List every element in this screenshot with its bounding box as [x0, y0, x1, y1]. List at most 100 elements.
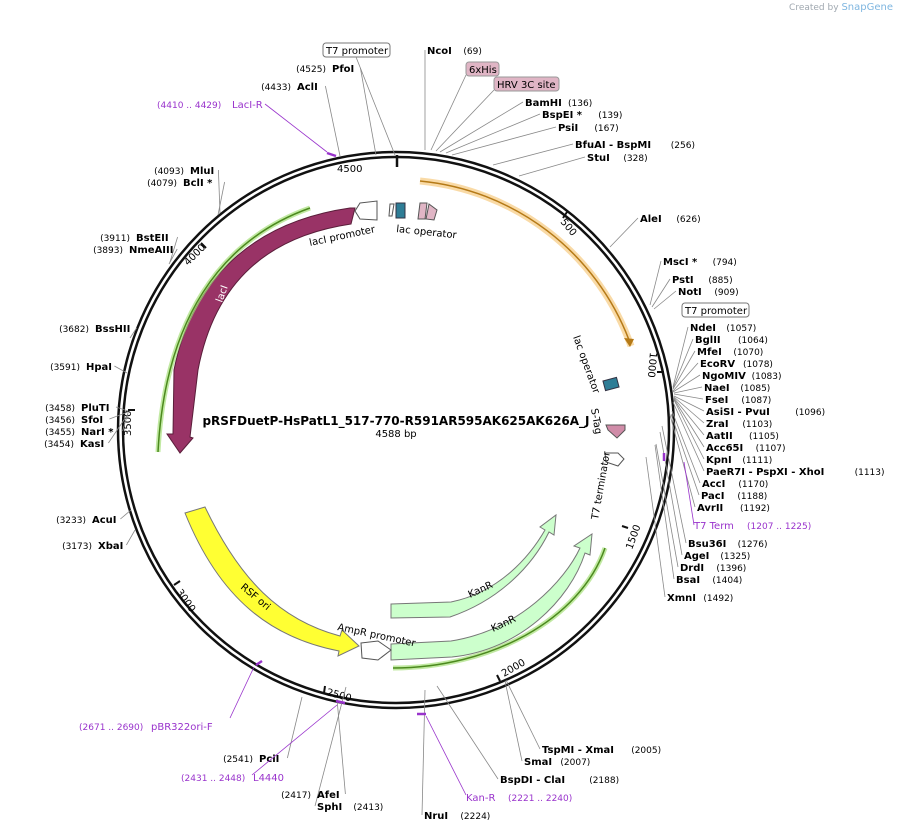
enzyme-site[interactable]: StuI(328)	[518, 153, 648, 177]
site-pos: (1404)	[712, 576, 742, 586]
enzyme-site[interactable]: PluTI(3458)	[45, 403, 129, 414]
enzyme-site[interactable]: XbaI(3173)	[62, 529, 136, 552]
primer-name: T7 Term	[693, 521, 734, 532]
enzyme-site[interactable]: SfoI(3456)	[45, 411, 129, 426]
site-pos: (1078)	[743, 360, 773, 370]
site-name: EcoRV	[700, 359, 735, 370]
boxed-labels: T7 promoter 6xHis HRV 3C site T7 promote…	[322, 42, 750, 318]
primer-site[interactable]: (4410 .. 4429)LacI-R	[157, 100, 337, 158]
enzyme-site[interactable]: NmeAIII(3893)	[93, 245, 178, 265]
enzyme-site[interactable]: AsiSI - PvuI(1096)	[673, 395, 825, 418]
site-leader	[672, 362, 699, 392]
site-pos: (3458)	[45, 404, 75, 414]
site-leader	[360, 67, 377, 156]
primer-site[interactable]: (2431 .. 2448)L4440	[181, 699, 346, 784]
enzyme-site[interactable]: PaeR7I - PspXI - XhoI(1113)	[672, 401, 885, 478]
enzyme-site[interactable]: AleI(626)	[609, 214, 701, 248]
enzyme-site[interactable]: PciI(2541)	[223, 696, 303, 765]
enzyme-site[interactable]: MfeI(1070)	[672, 347, 763, 390]
enzyme-site[interactable]: PstI(885)	[651, 275, 733, 308]
enzyme-site[interactable]: BfuAI - BspMI(256)	[492, 140, 695, 166]
site-name: AsiSI - PvuI	[706, 407, 770, 418]
enzyme-site[interactable]: TspMI - XmaI(2005)	[505, 679, 661, 756]
enzyme-site[interactable]: KasI(3454)	[44, 413, 129, 450]
enzyme-site[interactable]: AclI(4433)	[261, 82, 341, 157]
feature-hrv-3c-site	[425, 203, 438, 221]
enzyme-site[interactable]: NaeI (1085)	[673, 383, 770, 394]
site-leader	[492, 143, 574, 166]
enzyme-site[interactable]: PacI(1188)	[670, 413, 767, 502]
site-leader	[672, 350, 696, 390]
primer-leader	[683, 461, 695, 526]
enzyme-site[interactable]: AvrII(1192)	[669, 414, 770, 514]
site-leader	[108, 413, 129, 444]
enzyme-site[interactable]: ZraI(1103)	[673, 396, 772, 430]
site-leader	[115, 406, 129, 412]
enzyme-site[interactable]: HpaI(3591)	[50, 362, 128, 374]
site-name: NruI	[424, 811, 448, 822]
site-pos: (3455)	[45, 428, 75, 438]
site-name: KpnI	[706, 455, 732, 466]
leader	[355, 56, 396, 156]
site-name: BspEI *	[542, 110, 583, 121]
enzyme-site[interactable]: XmnI(1492)	[645, 456, 733, 604]
site-leader	[436, 685, 499, 780]
enzyme-site[interactable]: BsaI(1404)	[654, 444, 742, 586]
enzyme-site[interactable]: EcoRV (1078)	[672, 359, 773, 392]
site-leader	[661, 425, 687, 544]
enzyme-site[interactable]: BssHII(3682)	[59, 324, 137, 339]
enzyme-site[interactable]: AatII(1105)	[673, 397, 779, 442]
enzyme-site[interactable]: Acc65I(1107)	[673, 398, 786, 454]
primer-site[interactable]: Kan-R(2221 .. 2240)	[417, 712, 572, 804]
enzyme-site[interactable]: NdeI(1057)	[672, 323, 756, 388]
enzyme-site[interactable]: NotI(909)	[653, 287, 739, 310]
site-name: PsiI	[558, 123, 578, 134]
enzyme-site[interactable]: DrdI(1396)	[655, 443, 746, 574]
primer-site[interactable]: T7 Term(1207 .. 1225)	[662, 453, 811, 532]
site-pos: (2007)	[560, 758, 590, 768]
site-pos: (1087)	[741, 396, 771, 406]
enzyme-site[interactable]: BstEII(3911)	[100, 233, 178, 263]
site-leader	[609, 217, 639, 248]
site-pos: (1085)	[740, 384, 770, 394]
enzyme-site[interactable]: MscI *(794)	[649, 257, 737, 306]
site-pos: (1083)	[752, 372, 782, 382]
enzyme-site[interactable]: BspDI - ClaI(2188)	[436, 685, 619, 786]
enzyme-site[interactable]: NcoI(69)	[424, 46, 482, 150]
enzyme-site[interactable]: Bsu36I(1276)	[661, 425, 768, 550]
enzyme-site[interactable]: MluI(4093)	[154, 166, 221, 214]
site-pos: (1325)	[720, 552, 750, 562]
enzyme-site[interactable]: AgeI(1325)	[659, 431, 750, 562]
site-pos: (1396)	[716, 564, 746, 574]
site-name: NaeI	[704, 383, 730, 394]
enzyme-site[interactable]: KpnI(1111)	[673, 399, 772, 466]
site-leader	[217, 181, 225, 216]
enzyme-site[interactable]: AccI(1170)	[671, 410, 768, 490]
enzyme-site[interactable]: BclI *(4079)	[147, 178, 225, 216]
site-name: SfoI	[81, 415, 103, 426]
site-leader	[168, 248, 178, 265]
site-name: ZraI	[706, 419, 729, 430]
enzyme-site[interactable]: PfoI(4525)	[296, 64, 377, 156]
enzyme-site[interactable]: AcuI(3233)	[56, 509, 132, 526]
feature-lac-operator-1	[395, 202, 406, 219]
site-name: NgoMIV	[702, 371, 746, 382]
enzyme-site[interactable]: NgoMIV (1083)	[672, 371, 782, 393]
site-name: SmaI	[524, 757, 552, 768]
enzyme-site[interactable]: PsiI(167)	[451, 123, 619, 156]
enzyme-site[interactable]: FseI(1087)	[673, 393, 771, 406]
enzyme-site[interactable]: BspEI *(139)	[445, 110, 622, 154]
feature-label-lac-operator-2: lac operator	[570, 334, 601, 396]
hrv-label: HRV 3C site	[497, 80, 556, 91]
t7-promoter-2-box	[681, 302, 750, 318]
site-leader	[421, 689, 426, 816]
enzyme-site[interactable]: SphI(2413)	[314, 686, 383, 813]
site-pos: (1113)	[855, 468, 885, 478]
feature-kanr-2	[390, 533, 593, 661]
enzyme-site[interactable]: BglII(1064)	[672, 335, 768, 389]
enzyme-site[interactable]: BamHI(136)	[439, 98, 592, 153]
enzyme-site[interactable]: SmaI (2007)	[504, 680, 590, 768]
enzyme-site[interactable]: NruI(2224)	[421, 689, 490, 822]
enzyme-site[interactable]: AfeI(2417)	[281, 698, 346, 801]
primer-site[interactable]: (2671 .. 2690)pBR322ori-F	[79, 659, 263, 733]
